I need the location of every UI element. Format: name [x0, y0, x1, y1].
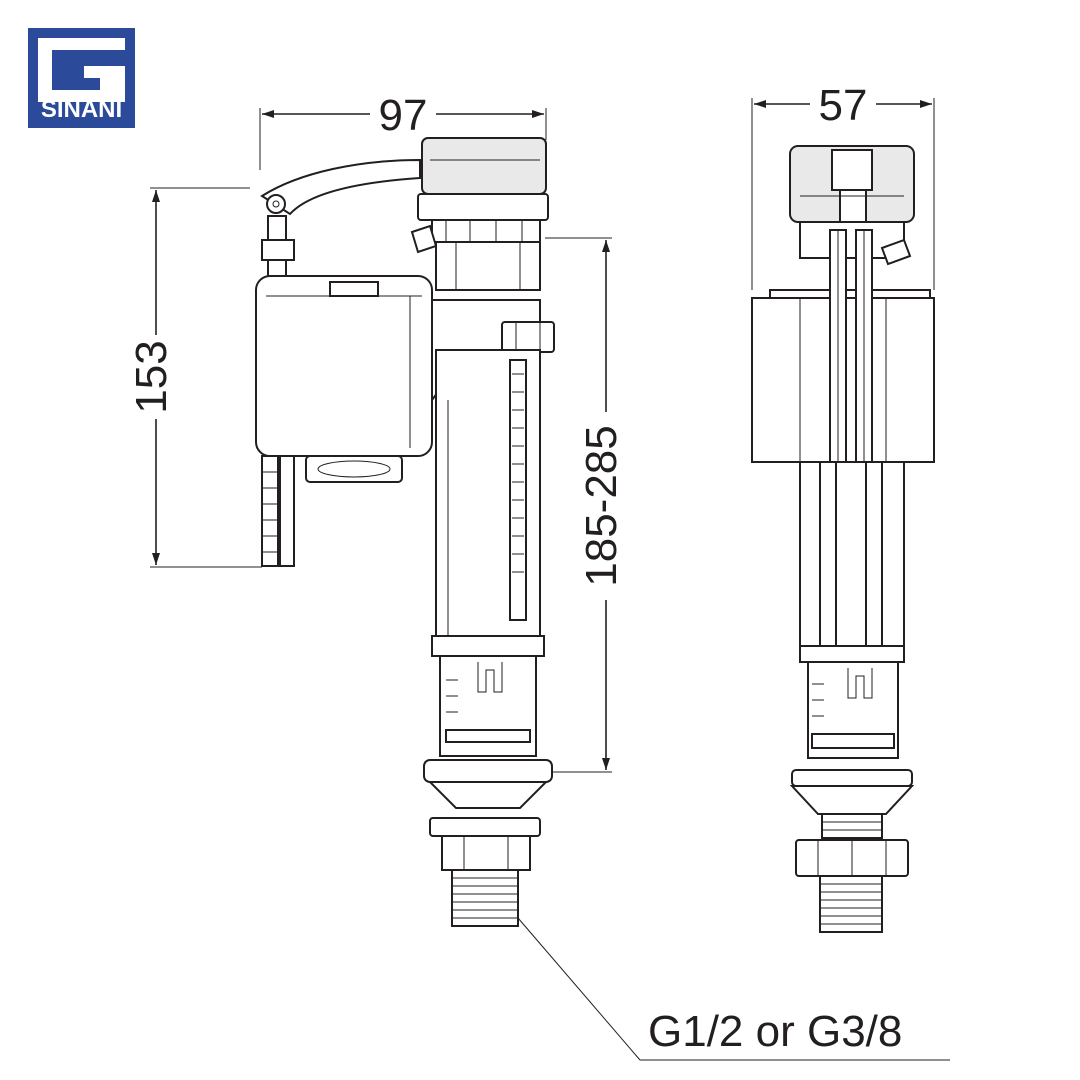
- logo-mark-icon: [38, 38, 125, 102]
- front-width-label: 57: [819, 81, 868, 130]
- side-width-dimension: 97: [259, 91, 547, 170]
- float-height-dimension: 153: [127, 187, 262, 568]
- sinani-logo: SINANI: [28, 28, 135, 128]
- adjustable-height-label: 185-285: [577, 425, 626, 586]
- front-view-valve: [751, 145, 935, 933]
- adjustable-height-dimension: 185-285: [545, 237, 632, 773]
- thread-callout-leader: [517, 917, 950, 1061]
- float-height-label: 153: [127, 340, 176, 413]
- side-view-valve: [255, 137, 555, 927]
- brand-name: SINANI: [40, 96, 123, 123]
- front-width-dimension: 57: [751, 81, 935, 290]
- side-width-label: 97: [379, 91, 428, 140]
- thread-callout-label: G1/2 or G3/8: [648, 1007, 902, 1056]
